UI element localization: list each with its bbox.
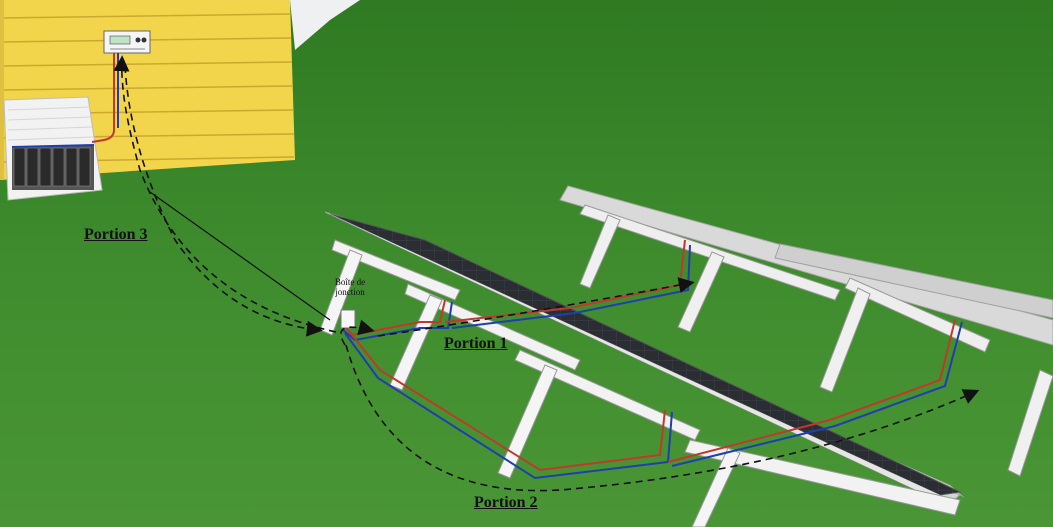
array-wiring [149,191,963,480]
controller-battery-wire-red [91,53,115,143]
dashed-path-arrows [113,55,980,492]
sky-patch [290,0,360,50]
junction-box-label: Boîte de jonction [327,277,373,297]
junction-loop-arrow [340,319,375,346]
portion2-label: Portion 2 [474,494,538,511]
charge-controller [103,30,151,54]
portion3-arrow-up [113,55,337,333]
portion3-label: Portion 3 [84,226,148,243]
portion1-label: Portion 1 [444,335,508,352]
junction-label-line1: Boîte de [334,277,366,287]
junction-box [340,309,356,329]
portion1-arrow [377,277,695,337]
front-array-frame [319,239,961,527]
battery-bank [3,96,103,201]
back-array-frame [559,185,1053,477]
junction-label-line2: jonction [335,287,365,297]
portion2-arrow [345,344,980,492]
portion3-arrow-down [124,65,323,337]
main-solar-panel [324,211,965,506]
